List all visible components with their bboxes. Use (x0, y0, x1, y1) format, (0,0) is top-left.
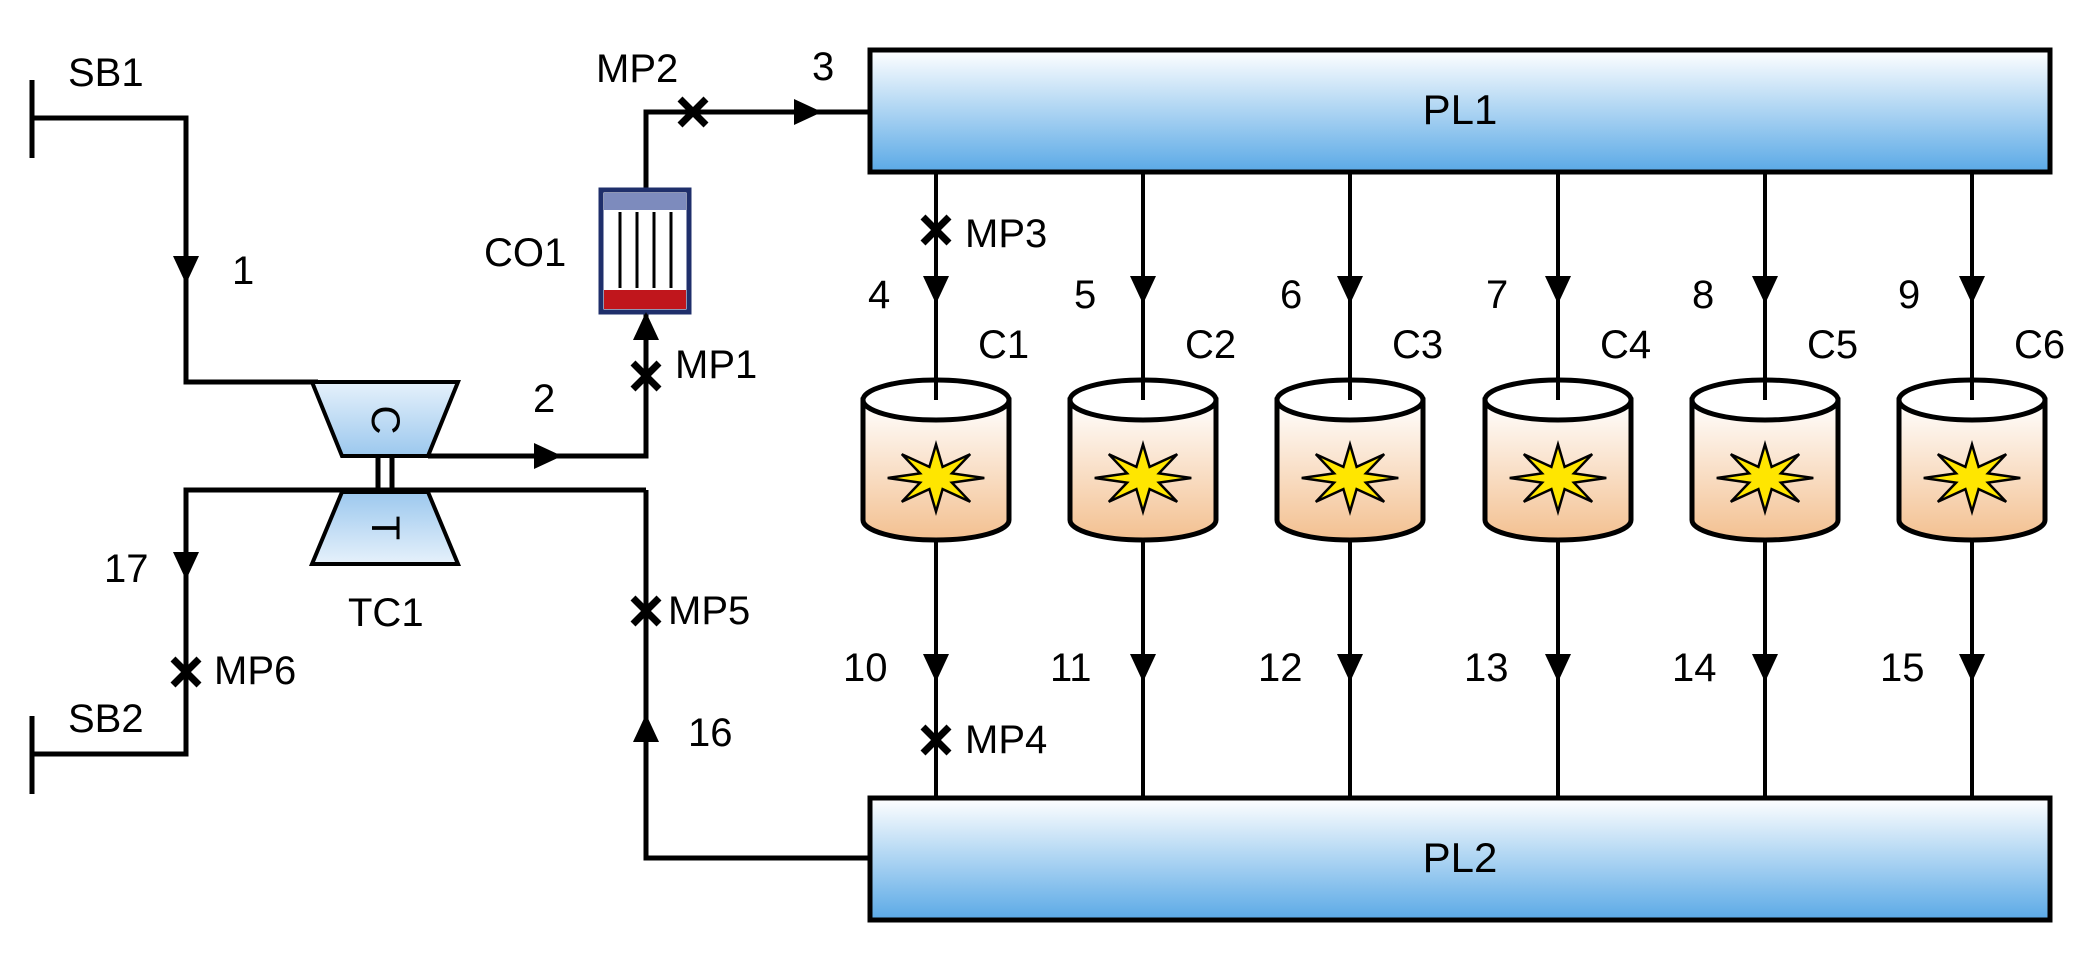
arrow-path-9 (1959, 276, 1985, 304)
combustion-icon (1509, 439, 1607, 517)
flow-path-label-7: 7 (1486, 273, 1508, 317)
mp1-label: MP1 (675, 343, 757, 387)
combustion-icon (1094, 439, 1192, 517)
turbine-stage (309, 490, 461, 566)
cylinder-c2 (1067, 172, 1219, 798)
plenum-pl2: PL2 (867, 795, 2053, 923)
sb2-label: SB2 (68, 697, 144, 741)
tc1-label: TC1 (348, 591, 424, 635)
flow-path-label-15: 15 (1880, 646, 1925, 690)
flow-path-label-9: 9 (1898, 273, 1920, 317)
cylinder-label-6: C6 (2014, 323, 2065, 367)
arrow-path-3 (794, 99, 822, 125)
arrow-path-cooler-in (633, 312, 659, 340)
cylinder-label-2: C2 (1185, 323, 1236, 367)
cylinder-label-1: C1 (978, 323, 1029, 367)
cylinder-c4 (1482, 172, 1634, 798)
arrow-path-1 (173, 256, 199, 284)
turbine-letter: T (363, 516, 407, 540)
flow-arrows (173, 99, 1985, 742)
pl1-label: PL1 (1423, 86, 1498, 133)
arrow-path-5 (1130, 276, 1156, 304)
cylinder-label-3: C3 (1392, 323, 1443, 367)
mp6-label: MP6 (214, 649, 296, 693)
cylinder-label-5: C5 (1807, 323, 1858, 367)
mp2-label: MP2 (596, 47, 678, 91)
flow-path-label-1: 1 (232, 249, 254, 293)
arrow-path-10 (923, 654, 949, 682)
arrow-path-2 (534, 443, 562, 469)
cylinder-c6 (1896, 172, 2048, 798)
combustion-icon (1301, 439, 1399, 517)
system-boundary-sb2 (29, 716, 113, 794)
flow-path-label-8: 8 (1692, 273, 1714, 317)
mp4-label: MP4 (965, 718, 1047, 762)
arrow-path-17 (173, 552, 199, 580)
co1-label: CO1 (484, 231, 566, 275)
pl2-label: PL2 (1423, 834, 1498, 881)
flow-path-label-5: 5 (1074, 273, 1096, 317)
flow-path-label-6: 6 (1280, 273, 1302, 317)
arrow-path-4 (923, 276, 949, 304)
flow-path-label-13: 13 (1464, 646, 1509, 690)
cylinder-group: C1 C2 C3 C4 C5 C6 (860, 172, 2065, 798)
cylinder-c5 (1689, 172, 1841, 798)
flow-path-label-3: 3 (812, 45, 834, 89)
arrow-path-6 (1337, 276, 1363, 304)
arrow-path-8 (1752, 276, 1778, 304)
flow-path-label-12: 12 (1258, 646, 1303, 690)
arrow-path-11 (1130, 654, 1156, 682)
combustion-icon (1716, 439, 1814, 517)
flow-path-label-17: 17 (104, 547, 149, 591)
plenum-pl1: PL1 (867, 47, 2053, 175)
arrow-path-16 (633, 714, 659, 742)
measuring-point-mp6 (170, 656, 202, 688)
measuring-point-mp1 (630, 360, 662, 392)
cylinder-c1 (860, 172, 1012, 798)
arrow-path-13 (1545, 654, 1571, 682)
combustion-icon (887, 439, 985, 517)
pipes (110, 109, 870, 861)
arrow-path-12 (1337, 654, 1363, 682)
measuring-point-mp4 (920, 724, 952, 756)
system-boundary-sb1 (29, 80, 113, 158)
flow-path-label-16: 16 (688, 711, 733, 755)
measuring-point-mp5 (630, 595, 662, 627)
mp3-label: MP3 (965, 212, 1047, 256)
cylinder-label-4: C4 (1600, 323, 1651, 367)
combustion-icon (1923, 439, 2021, 517)
arrow-path-7 (1545, 276, 1571, 304)
turbocharger-tc1: C T (309, 380, 461, 566)
mp5-label: MP5 (668, 589, 750, 633)
arrow-path-15 (1959, 654, 1985, 682)
flow-path-label-2: 2 (533, 377, 555, 421)
measuring-point-mp2 (677, 96, 709, 128)
charge-air-cooler-co1 (598, 187, 692, 315)
flow-path-label-11: 11 (1050, 646, 1092, 690)
compressor-letter: C (363, 406, 407, 435)
flow-path-label-4: 4 (868, 273, 890, 317)
arrow-path-14 (1752, 654, 1778, 682)
sb1-label: SB1 (68, 51, 144, 95)
compressor-stage (309, 380, 461, 458)
flow-path-label-10: 10 (843, 646, 888, 690)
flow-path-label-14: 14 (1672, 646, 1717, 690)
cylinder-c3 (1274, 172, 1426, 798)
measuring-point-mp3 (920, 214, 952, 246)
